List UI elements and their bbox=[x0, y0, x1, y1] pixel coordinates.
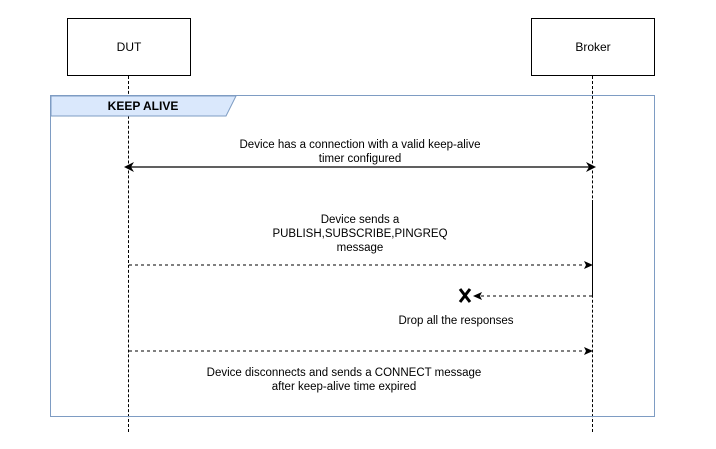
publish-arrow-head bbox=[584, 261, 593, 269]
publish-message-line3: message bbox=[336, 242, 384, 254]
publish-message-line1: Device sends a bbox=[320, 214, 400, 226]
participant-broker-label: Broker bbox=[575, 40, 611, 54]
drop-message: Drop all the responses bbox=[376, 314, 536, 328]
dut-lifeline bbox=[128, 76, 129, 432]
drop-message-text: Drop all the responses bbox=[398, 315, 514, 327]
reconnect-message-line1: Device disconnects and sends a CONNECT m… bbox=[206, 367, 482, 379]
connection-message-line2: timer configured bbox=[318, 153, 402, 165]
x-mark-icon bbox=[458, 288, 472, 303]
connection-arrow-left-head bbox=[124, 162, 134, 172]
connection-arrow-right-head bbox=[586, 162, 596, 172]
reconnect-arrow-head bbox=[584, 347, 593, 355]
reconnect-message: Device disconnects and sends a CONNECT m… bbox=[160, 366, 528, 394]
fragment-label-tab bbox=[50, 95, 237, 117]
broker-activation-bar bbox=[592, 200, 593, 296]
keep-alive-fragment bbox=[50, 95, 655, 417]
connection-message: Device has a connection with a valid kee… bbox=[190, 138, 530, 166]
fragment-label: KEEP ALIVE bbox=[108, 99, 179, 113]
participant-broker: Broker bbox=[531, 18, 655, 76]
connection-message-line1: Device has a connection with a valid kee… bbox=[239, 139, 481, 151]
publish-message: Device sends a PUBLISH,SUBSCRIBE,PINGREQ… bbox=[230, 213, 490, 255]
participant-dut-label: DUT bbox=[116, 40, 142, 54]
publish-message-line2: PUBLISH,SUBSCRIBE,PINGREQ bbox=[272, 228, 448, 240]
reconnect-message-line2: after keep-alive time expired bbox=[271, 381, 417, 393]
response-arrow-head bbox=[473, 292, 482, 300]
participant-dut: DUT bbox=[67, 18, 191, 76]
